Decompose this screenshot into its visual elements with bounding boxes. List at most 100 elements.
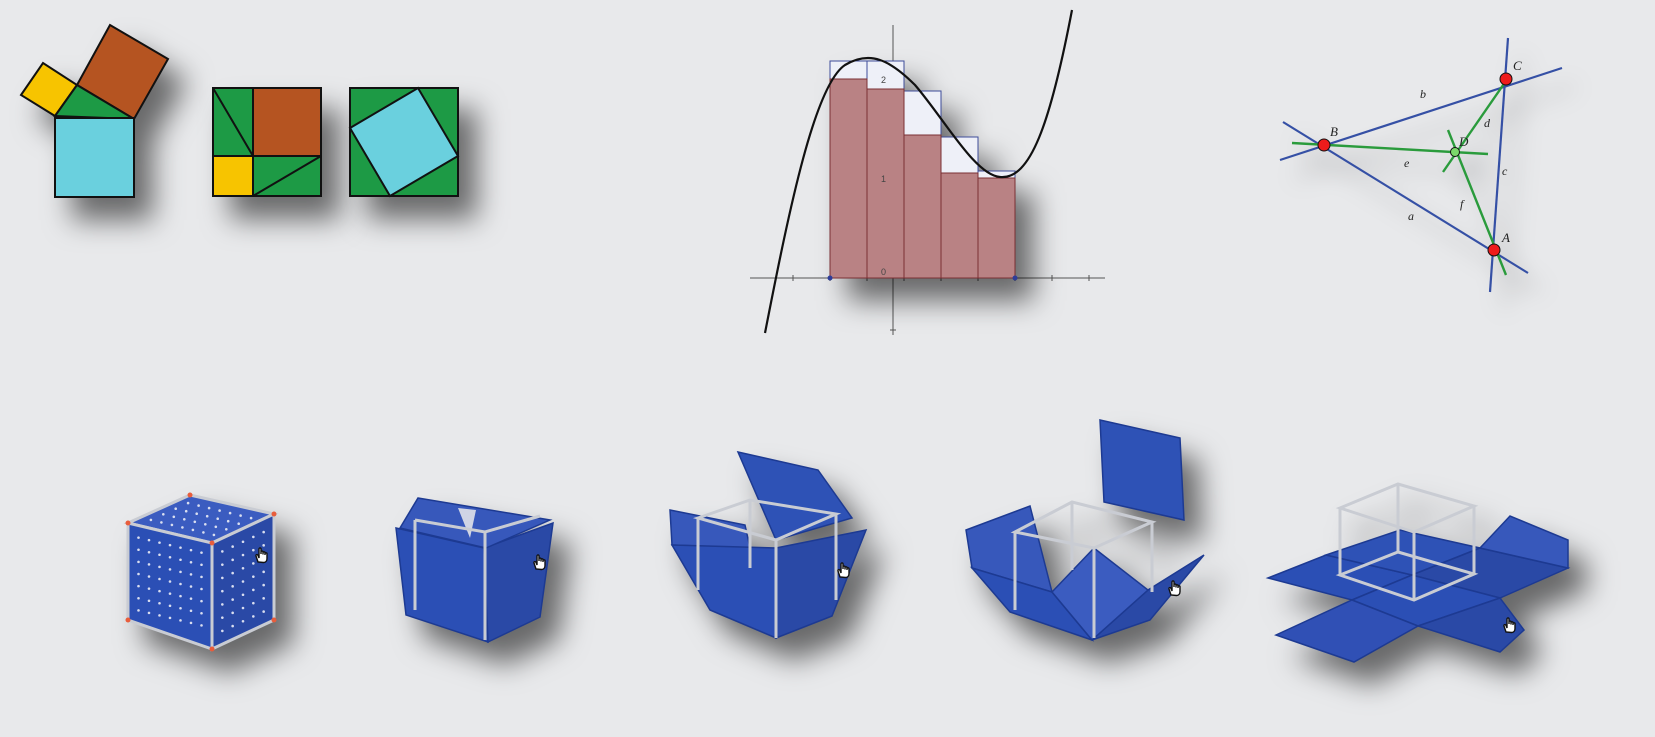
cube-dot [189,573,193,576]
cube-dot [237,522,240,525]
y-tick-0: 0 [881,267,886,277]
cube-dot [147,550,151,554]
yellow-square-2 [212,155,254,197]
cube-dot [200,587,203,591]
cube-dot [137,596,140,600]
cube-dot [162,513,165,516]
cube-dot [147,563,151,566]
cube-dot [147,611,151,615]
cyan-square [54,117,135,198]
cube-dot [221,603,224,606]
y-tick-2: 2 [881,75,886,85]
cube-net-panel [0,419,1655,737]
cube-stage-5 [1265,482,1571,663]
cube-dot [172,515,176,519]
riemann-bars [829,60,1016,279]
cube-dot [221,576,224,580]
cube-dot [225,528,228,531]
label-line-f: f [1460,197,1465,211]
cube-dot [221,629,224,633]
cube-dot [241,593,245,597]
cube-dot [207,506,211,510]
cube-dot [189,621,193,625]
cube-dot [191,528,195,532]
label-line-c: c [1502,164,1508,178]
lower-bar-1 [829,78,868,279]
function-curve [763,9,1074,334]
cube-dot [231,571,234,575]
cube-dot [231,624,234,628]
point-d[interactable] [1450,147,1460,157]
pythagoras-triangle-figure [19,23,170,198]
cube-stage-4 [965,419,1205,642]
cube-dot [137,548,140,552]
cube-dot [241,553,245,557]
cube-stage-2 [395,497,554,644]
label-line-e: e [1404,156,1410,170]
cube-dot [252,601,255,605]
cube-dot [221,589,224,593]
cube-dot [252,615,255,618]
cube-dot [241,606,245,610]
point-b[interactable] [1317,138,1331,152]
y-tick-1: 1 [881,174,886,184]
cube-dot [186,501,190,505]
interval-end-point [1012,275,1018,281]
cube-dot [179,570,182,574]
lower-bar-3 [903,134,942,279]
cube-dot [262,583,265,587]
triangle-lines [1279,37,1563,293]
cube-dot [158,601,161,605]
cube-dot [158,565,161,569]
cube-dot [197,504,200,507]
pythagoras-tilted-figure [348,86,460,198]
cube-dot [179,619,182,622]
label-point-c: C [1513,58,1522,73]
cube-dot [149,518,153,522]
cube-dot [252,588,255,592]
point-a[interactable] [1487,243,1501,257]
cube-dot [147,575,151,578]
cube-dot [193,520,197,524]
cube-dot [200,575,203,579]
cube-dot [158,589,161,593]
cube-dot [226,519,230,523]
line-d [1442,77,1509,173]
cube-dot [179,582,182,586]
interval-start-point [827,275,833,281]
cube-dot [231,611,234,615]
cube-dot [168,543,172,547]
cube-dot [216,517,219,520]
cube-dot [204,523,207,526]
cube-dot [158,553,161,557]
riemann-sum-panel: 0 1 2 [745,5,1115,345]
cube-dot [189,609,193,613]
cube-dot [147,538,151,542]
cube-dot [200,563,203,567]
cube-dot [168,592,172,595]
cube-dot [158,541,161,544]
cube-dot [195,512,198,515]
cube-dot [231,585,234,588]
lower-bar-5 [977,177,1016,279]
cube-dot [212,533,216,537]
cube-dot [218,509,221,512]
cube-dot [170,523,174,527]
cube-dot [241,540,245,544]
cube-dot [158,614,161,617]
cube-stage-1 [123,492,279,652]
label-point-b: B [1330,124,1338,139]
cube-dot [214,525,218,529]
cube-dot [202,531,205,534]
cube-dot [200,611,203,615]
label-point-a: A [1501,230,1510,245]
cube-dot [252,535,255,539]
brown-square-2 [252,87,322,157]
cube-dot [221,616,224,619]
cube-dot [179,594,182,598]
point-c[interactable] [1499,72,1513,86]
cube-dot [158,577,161,581]
cube-dot [189,560,193,564]
cube-dot [179,546,182,549]
